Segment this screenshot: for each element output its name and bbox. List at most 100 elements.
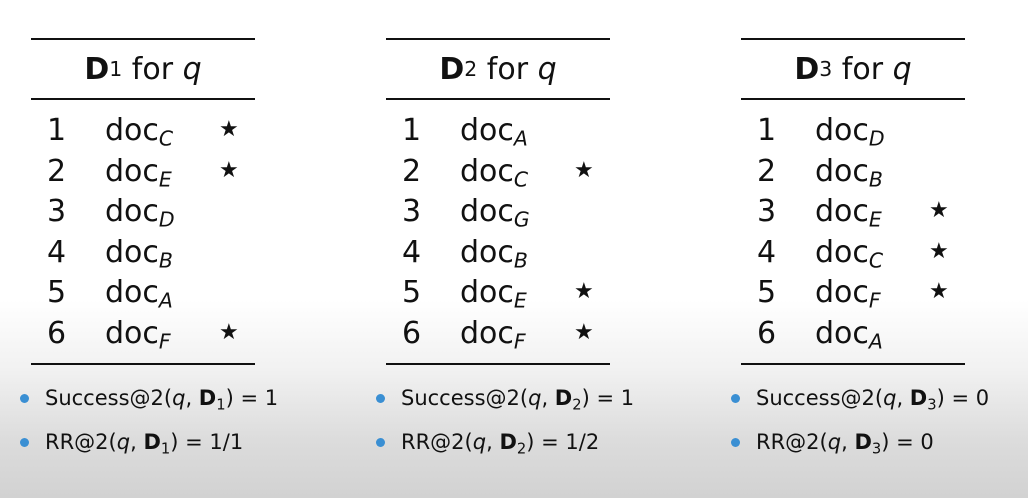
query-symbol: q xyxy=(182,51,202,87)
doc-label: docC xyxy=(105,113,174,151)
rank: 2 xyxy=(47,153,67,189)
table-row: 6 docA xyxy=(741,312,965,353)
doc-id: C xyxy=(868,248,884,273)
rank: 1 xyxy=(757,113,777,148)
rank: 4 xyxy=(47,234,67,270)
doc-label: docF xyxy=(105,315,171,352)
rr-metric: RR@2(q, D2) = 1/2 xyxy=(401,430,600,458)
doc-text: doc xyxy=(460,275,514,310)
set-symbol: D xyxy=(439,51,465,87)
doc-text: doc xyxy=(815,113,869,148)
rank: 6 xyxy=(402,315,422,351)
rank: 5 xyxy=(757,275,777,310)
list-item: Success@2(q, D2) = 1 xyxy=(373,386,703,430)
doc-label: docC xyxy=(815,235,884,273)
rank: 5 xyxy=(47,275,67,310)
doc-id: D xyxy=(868,126,885,151)
doc-label: docF xyxy=(815,275,881,313)
table-row: 1 docA xyxy=(386,109,610,150)
top-rule xyxy=(386,38,610,40)
table-row: 5 docA xyxy=(31,271,255,312)
doc-text: doc xyxy=(105,153,159,189)
doc-id: A xyxy=(158,288,173,313)
top-rule xyxy=(741,38,965,40)
doc-text: doc xyxy=(815,153,869,189)
rank: 3 xyxy=(757,194,777,229)
doc-id: F xyxy=(513,329,526,354)
doc-label: docE xyxy=(460,275,527,311)
set-symbol: D xyxy=(84,51,110,87)
query-symbol: q xyxy=(892,51,912,87)
header-for: for xyxy=(841,51,884,87)
header-for: for xyxy=(486,51,529,87)
doc-label: docB xyxy=(105,235,173,273)
header-rule xyxy=(31,98,255,100)
table-row: 6 docF ★ xyxy=(386,312,610,353)
rank: 1 xyxy=(402,113,422,148)
rank: 6 xyxy=(757,315,777,351)
bullet-dot-icon xyxy=(731,394,740,403)
doc-id: E xyxy=(158,167,172,192)
bullet-dot-icon xyxy=(731,438,740,447)
table-row: 5 docE ★ xyxy=(386,271,610,312)
doc-id: B xyxy=(158,248,173,273)
doc-text: doc xyxy=(105,194,159,229)
doc-label: docA xyxy=(460,113,528,151)
doc-text: doc xyxy=(460,234,514,270)
doc-label: docE xyxy=(815,194,882,230)
bottom-rule xyxy=(741,363,965,365)
rr-metric: RR@2(q, D1) = 1/1 xyxy=(45,430,244,458)
header-rule xyxy=(386,98,610,100)
list-item: RR@2(q, D2) = 1/2 xyxy=(373,430,703,474)
doc-text: doc xyxy=(460,315,514,351)
doc-label: docB xyxy=(815,153,883,190)
doc-id: C xyxy=(513,167,529,192)
doc-label: docB xyxy=(460,234,528,271)
metrics-list-d2: Success@2(q, D2) = 1 RR@2(q, D2) = 1/2 xyxy=(373,386,703,474)
bottom-rule xyxy=(31,363,255,365)
doc-label: docG xyxy=(460,194,530,230)
doc-id: A xyxy=(868,329,883,354)
doc-label: docF xyxy=(460,315,526,354)
metrics-list-d1: Success@2(q, D1) = 1 RR@2(q, D1) = 1/1 xyxy=(17,386,347,474)
rank: 2 xyxy=(402,153,422,189)
relevant-star-icon: ★ xyxy=(574,319,594,345)
table-row: 4 docB xyxy=(31,231,255,272)
doc-id: C xyxy=(158,126,174,151)
doc-text: doc xyxy=(815,315,869,351)
relevant-star-icon: ★ xyxy=(574,157,594,183)
doc-text: doc xyxy=(815,275,869,310)
doc-id: A xyxy=(513,126,528,151)
bullet-dot-icon xyxy=(376,394,385,403)
relevant-star-icon: ★ xyxy=(574,279,594,304)
header-for: for xyxy=(131,51,174,87)
doc-text: doc xyxy=(460,194,514,229)
metrics-list-d3: Success@2(q, D3) = 0 RR@2(q, D3) = 0 xyxy=(728,386,1024,474)
doc-id: F xyxy=(868,288,881,313)
rank: 1 xyxy=(47,113,67,148)
doc-text: doc xyxy=(105,315,159,351)
rank: 5 xyxy=(402,275,422,310)
doc-text: doc xyxy=(105,275,159,310)
bullet-dot-icon xyxy=(20,394,29,403)
doc-label: docA xyxy=(105,275,173,313)
relevant-star-icon: ★ xyxy=(929,279,949,304)
list-item: RR@2(q, D3) = 0 xyxy=(728,430,1024,474)
doc-label: docD xyxy=(105,194,175,230)
